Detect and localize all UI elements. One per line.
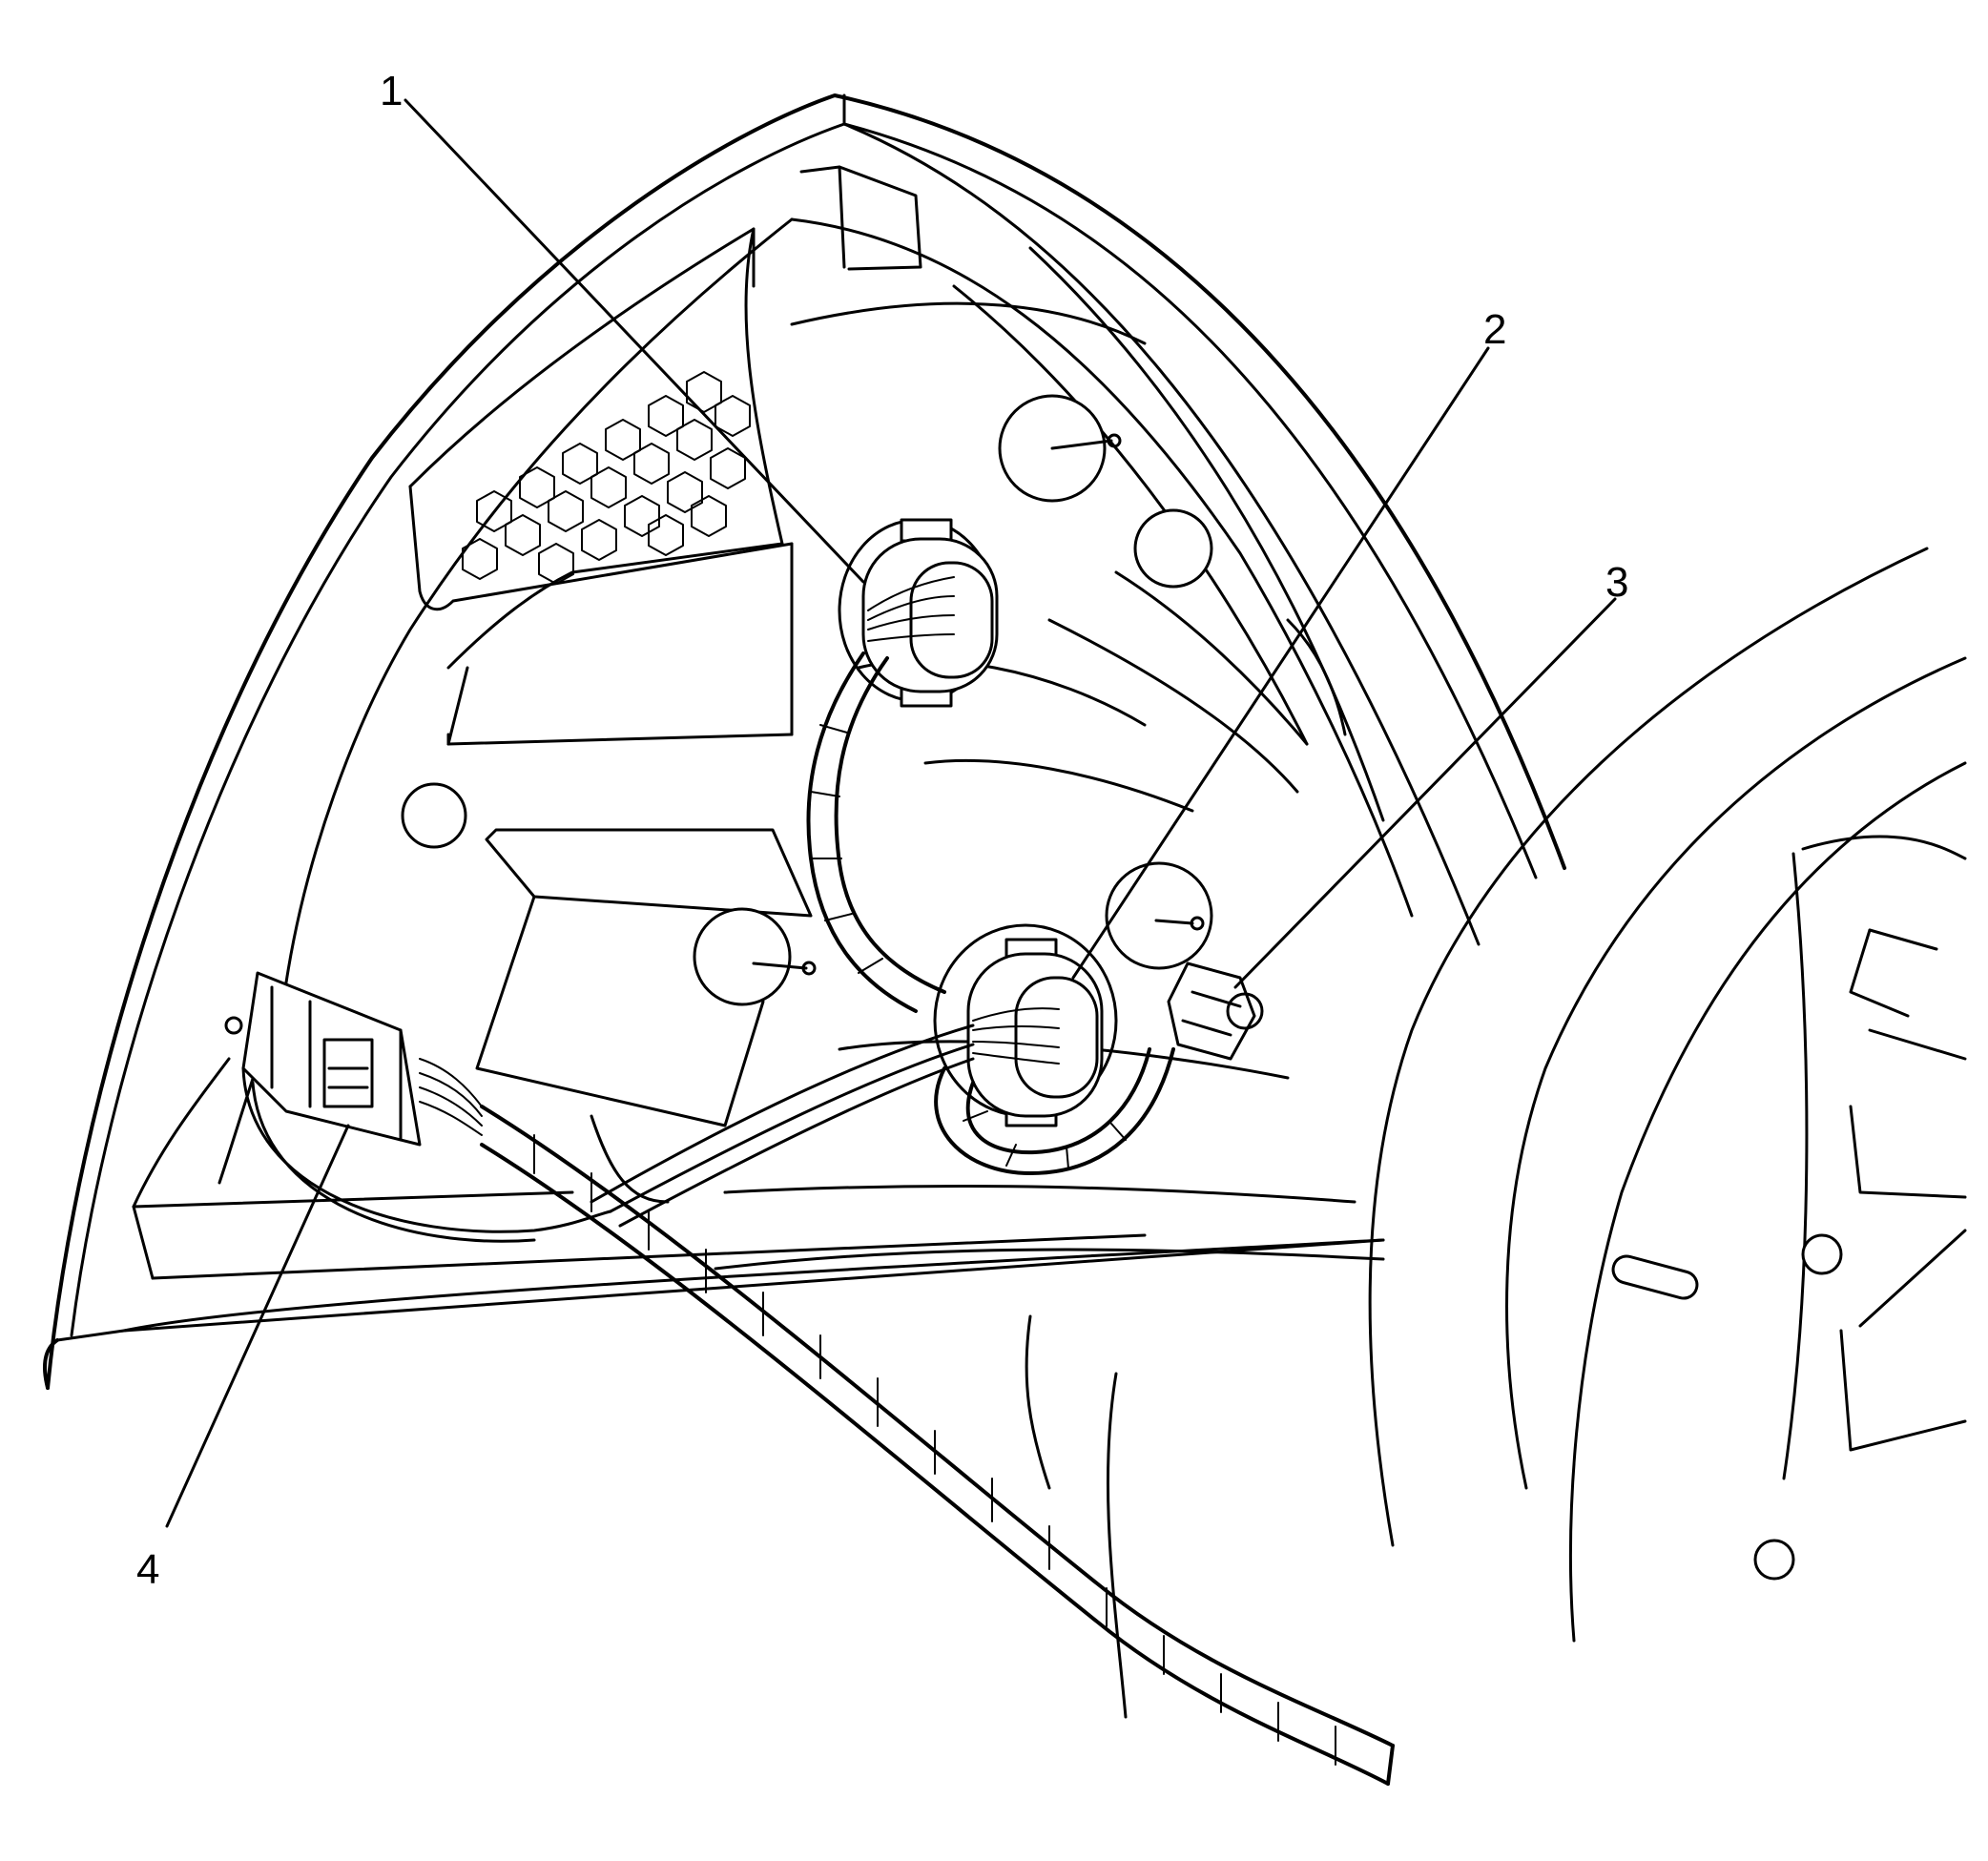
bulb-socket-lower — [933, 923, 1118, 1127]
callout-1: 1 — [380, 68, 403, 114]
callout-labels: 1 2 3 4 — [136, 68, 1628, 1593]
side-marker-connector — [1167, 962, 1264, 1061]
leader-line-2 — [1071, 346, 1490, 980]
mounting-holes — [401, 394, 1213, 1006]
tail-lamp-housing — [43, 93, 1566, 1390]
callout-2: 2 — [1483, 306, 1506, 353]
bulb-socket-upper — [838, 518, 999, 708]
leader-line-3 — [1233, 597, 1617, 989]
leader-lines — [165, 98, 1617, 1528]
wiring-harness — [241, 651, 1395, 1786]
hexagon-grille — [462, 371, 751, 585]
wheel-well-body — [1025, 547, 1967, 1719]
callout-4: 4 — [136, 1546, 159, 1593]
leader-line-1 — [404, 98, 865, 584]
harness-connector — [224, 971, 483, 1147]
leader-line-4 — [165, 1124, 350, 1528]
callout-3: 3 — [1605, 559, 1628, 606]
